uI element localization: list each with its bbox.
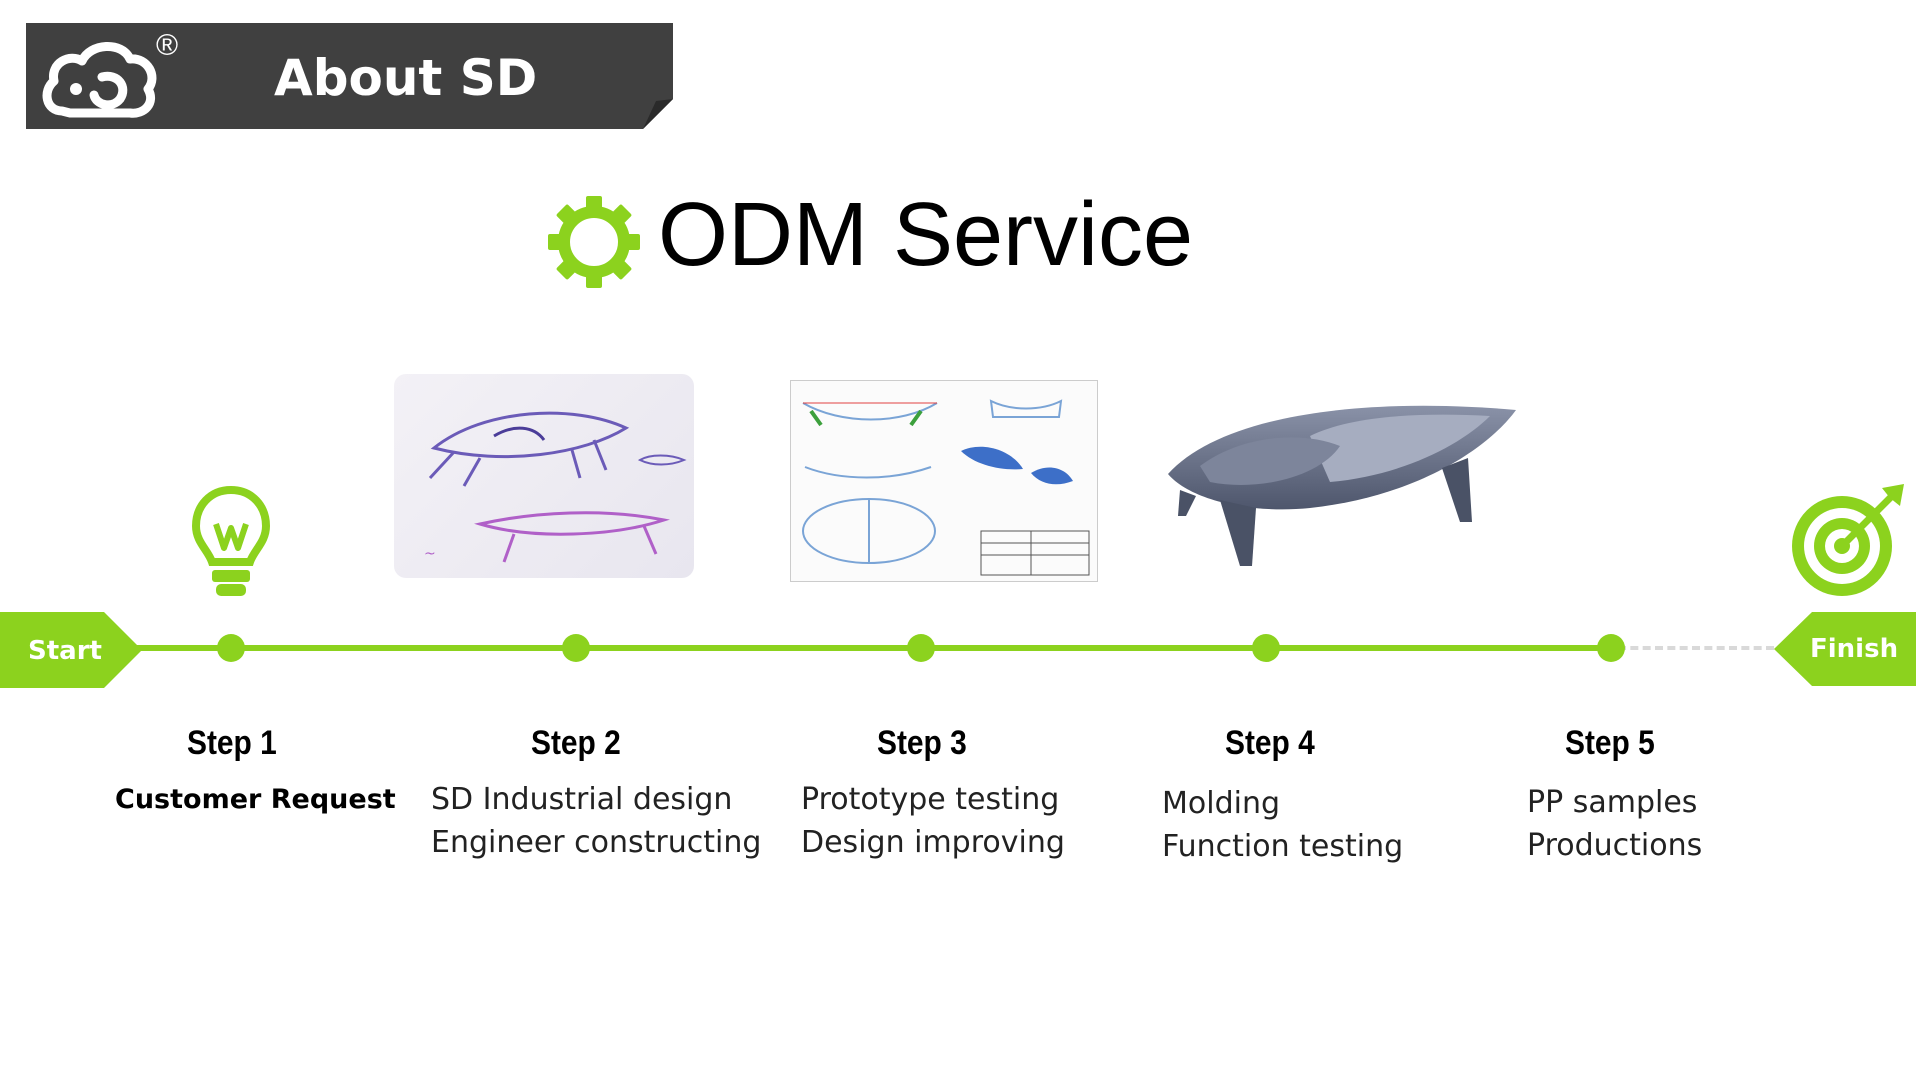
step2-title: Step 2 [531,724,621,762]
finish-label: Finish [1810,634,1899,664]
step1-desc-line1: Customer Request [115,784,396,815]
step4-desc-line1: Molding [1162,786,1281,821]
step3-desc-line1: Prototype testing [801,782,1060,817]
finish-tag: Finish [1774,612,1916,686]
gear-icon [548,196,640,288]
step3-title: Step 3 [877,724,967,762]
step2-desc-line1: SD Industrial design [431,782,733,817]
timeline-line [130,645,1610,651]
step5-title: Step 5 [1565,724,1655,762]
design-sketch-image: ~ [394,374,694,578]
step5-desc-line2: Productions [1527,828,1703,863]
product-tray-image [1168,405,1516,566]
step5-desc-line1: PP samples [1527,785,1698,820]
step3-marker [907,634,935,662]
target-arrow-icon [1792,484,1904,596]
header-background [26,23,673,129]
svg-text:~: ~ [424,546,436,562]
step4-desc-line2: Function testing [1162,829,1404,864]
step4-marker [1252,634,1280,662]
start-label: Start [28,636,102,666]
step2-marker [562,634,590,662]
step1-title: Step 1 [187,724,277,762]
step1-marker [217,634,245,662]
timeline-dashed-end [1618,646,1774,650]
engineering-drawing-image [790,380,1098,582]
step5-marker [1597,634,1625,662]
cloud-face-logo-icon [42,42,157,118]
registered-mark: ® [156,29,179,62]
header-banner: ® About SD [26,23,673,129]
start-tag: Start [0,612,142,688]
lightbulb-icon [191,485,271,596]
step4-title: Step 4 [1225,724,1315,762]
page-title: About SD [274,49,538,107]
step3-desc-line2: Design improving [801,825,1065,860]
odm-service-title: ODM Service [658,185,1194,285]
step2-desc-line2: Engineer constructing [431,825,762,860]
